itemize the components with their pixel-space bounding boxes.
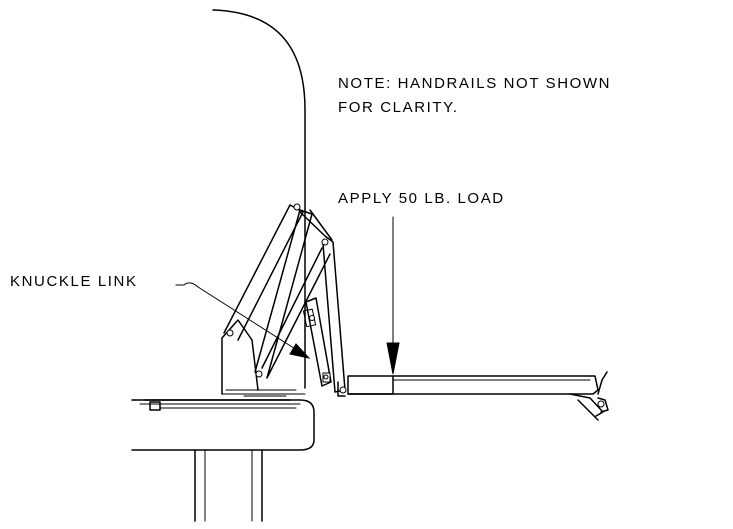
load-label: APPLY 50 LB. LOAD [338,190,505,207]
note-line-1: NOTE: HANDRAILS NOT SHOWN [338,75,611,92]
arm-links [223,203,346,393]
knuckle-link-label: KNUCKLE LINK [10,273,138,290]
base-assembly [131,399,315,522]
load-arrow [386,216,400,375]
platform-arm [337,371,609,421]
mounting-bracket [221,319,306,397]
knuckle-leader [175,282,311,359]
knuckle-link [302,297,332,387]
note-line-2: FOR CLARITY. [338,99,459,116]
housing-outline [212,9,306,389]
